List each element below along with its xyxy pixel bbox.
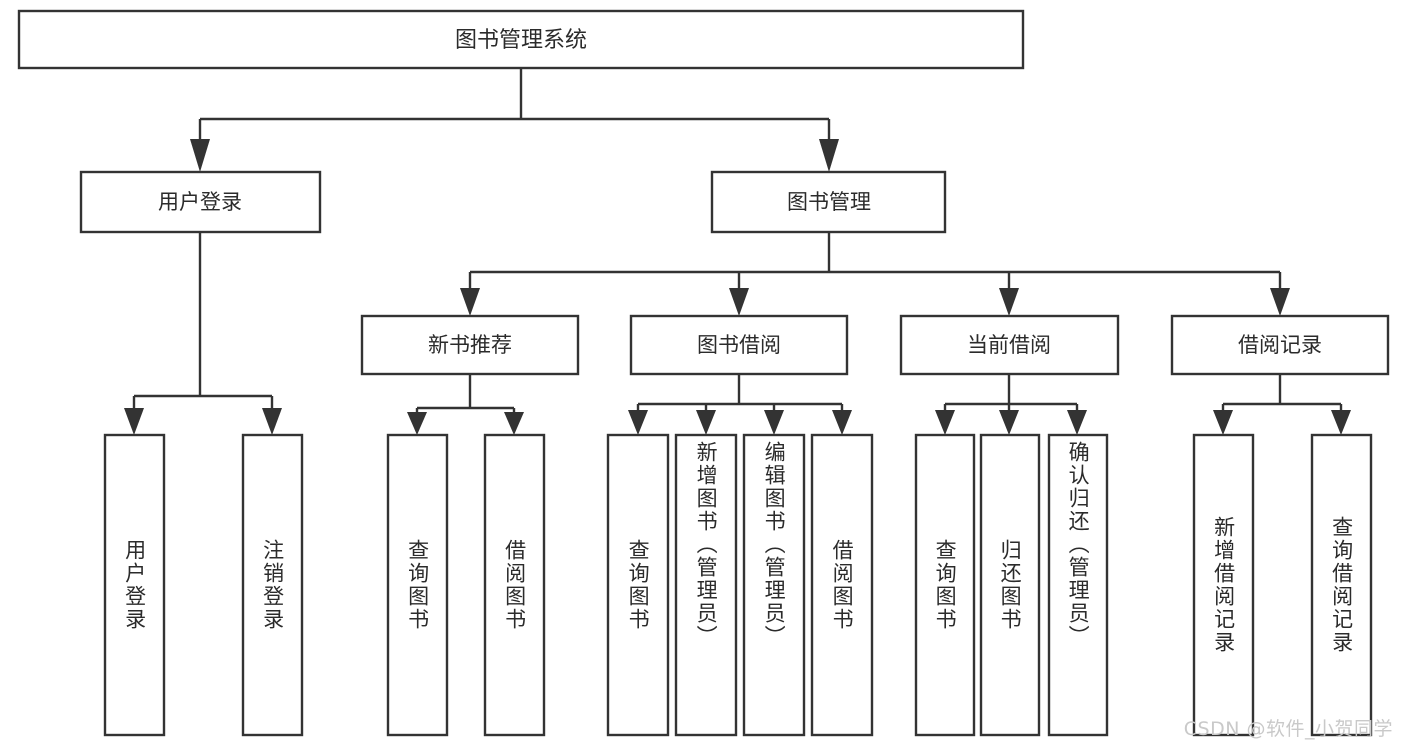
node-current-borrow-label: 当前借阅 — [967, 333, 1051, 357]
node-user-login-label: 用户登录 — [158, 190, 242, 214]
node-box-leaf-borrow-book-1[interactable] — [483, 433, 546, 737]
node-new-book-recommend[interactable]: 新书推荐 — [360, 314, 580, 376]
node-box — [629, 314, 849, 376]
watermark: CSDN @软件_小贺同学 — [1183, 718, 1393, 740]
connector-book-borrow-to-leaves — [628, 374, 852, 435]
node-new-book-recommend-label: 新书推荐 — [428, 333, 512, 357]
arrow-head-icon — [460, 288, 480, 316]
node-box-leaf-borrow-book-2[interactable] — [810, 433, 874, 737]
node-borrow-record-label: 借阅记录 — [1238, 333, 1322, 357]
arrow-head-icon — [764, 410, 784, 435]
node-box-leaf-confirm-return[interactable] — [1047, 433, 1109, 737]
connector-root-to-level2 — [190, 68, 839, 172]
node-box-leaf-query-record[interactable] — [1310, 433, 1373, 737]
connector-book-management-to-level3 — [460, 232, 1290, 316]
arrow-head-icon — [628, 410, 648, 435]
node-book-management-label: 图书管理 — [787, 190, 871, 214]
arrow-head-icon — [729, 288, 749, 316]
node-box-leaf-logout[interactable] — [241, 433, 304, 737]
node-box — [710, 170, 947, 234]
node-book-management[interactable]: 图书管理 — [710, 170, 947, 234]
node-box-leaf-return-book[interactable] — [979, 433, 1041, 737]
arrow-head-icon — [1067, 410, 1087, 435]
node-current-borrow[interactable]: 当前借阅 — [899, 314, 1120, 376]
arrow-head-icon — [819, 139, 839, 172]
arrow-head-icon — [124, 408, 144, 435]
arrow-head-icon — [696, 410, 716, 435]
connector-new-book-recommend-to-leaves — [407, 374, 524, 435]
arrow-head-icon — [1270, 288, 1290, 316]
arrow-head-icon — [504, 412, 524, 435]
node-box-leaf-query-book-1[interactable] — [386, 433, 449, 737]
arrow-head-icon — [999, 288, 1019, 316]
node-box-leaf-edit-book[interactable] — [742, 433, 806, 737]
node-box — [360, 314, 580, 376]
node-root-label: 图书管理系统 — [455, 28, 587, 53]
node-book-borrow[interactable]: 图书借阅 — [629, 314, 849, 376]
arrow-head-icon — [190, 139, 210, 172]
connector-borrow-record-to-leaves — [1213, 374, 1351, 435]
node-box-leaf-add-record[interactable] — [1192, 433, 1255, 737]
node-book-borrow-label: 图书借阅 — [697, 333, 781, 357]
node-box-leaf-query-book-2[interactable] — [606, 433, 670, 737]
arrow-head-icon — [262, 408, 282, 435]
arrow-head-icon — [999, 410, 1019, 435]
node-box-leaf-user-login[interactable] — [103, 433, 166, 737]
node-box — [1170, 314, 1390, 376]
node-box — [79, 170, 322, 234]
node-root[interactable]: 图书管理系统 — [17, 9, 1025, 70]
node-box — [17, 9, 1025, 70]
arrow-head-icon — [935, 410, 955, 435]
arrow-head-icon — [1213, 410, 1233, 435]
node-borrow-record[interactable]: 借阅记录 — [1170, 314, 1390, 376]
connector-current-borrow-to-leaves — [935, 374, 1087, 435]
arrow-head-icon — [407, 412, 427, 435]
node-user-login[interactable]: 用户登录 — [79, 170, 322, 234]
node-box — [899, 314, 1120, 376]
node-box-leaf-query-book-3[interactable] — [914, 433, 976, 737]
arrow-head-icon — [832, 410, 852, 435]
connector-user-login-to-leaves — [124, 232, 282, 435]
node-box-leaf-add-book[interactable] — [674, 433, 738, 737]
arrow-head-icon — [1331, 410, 1351, 435]
